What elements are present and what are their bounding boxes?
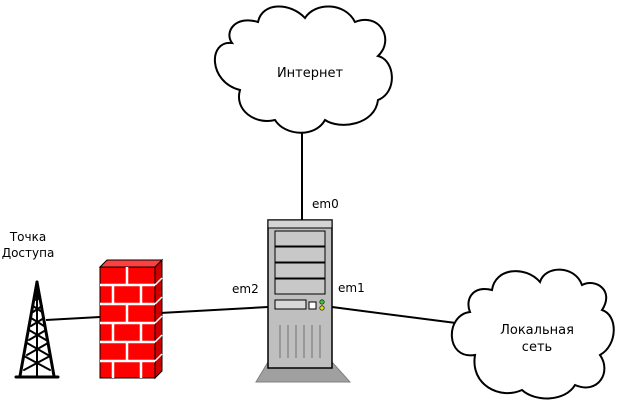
connections [45,132,457,324]
link-server-firewall [159,306,269,314]
cloud-icon [450,268,615,400]
firewall-side-mortar [154,277,163,362]
access-point-label-line1: Точка [9,230,46,244]
floppy-slot [274,299,307,310]
interface-em0-label: em0 [312,197,339,211]
local-network-label-line2: сеть [522,340,552,355]
server-icon [255,219,352,383]
antenna-tower-icon [14,280,60,379]
drive-bay-2 [274,246,326,263]
power-button [308,301,317,310]
interface-em1-label: em1 [338,281,365,295]
drive-bay-1 [274,230,326,247]
interface-em2-label: em2 [232,282,259,296]
led-yellow [319,305,325,311]
drive-bay-3 [274,262,326,279]
server: em0 em1 em2 [232,197,365,383]
firewall-icon [98,258,164,380]
access-point: Точка Доступа [2,230,60,379]
server-top-face [267,219,333,229]
access-point-label-line2: Доступа [2,246,55,260]
led-green [319,299,325,305]
firewall [98,258,164,380]
local-network-label-line1: Локальная [500,323,574,338]
internet-label: Интернет [277,66,344,81]
vent-grille [279,325,321,358]
drive-bay-4 [274,278,326,295]
firewall-top-face [98,259,164,268]
link-server-local-network [331,306,457,324]
internet-cloud: Интернет [214,5,393,134]
local-network-cloud: Локальная сеть [450,268,615,400]
link-firewall-access-point [45,316,101,321]
firewall-mortar-lines [100,267,155,378]
cloud-icon [214,5,393,134]
